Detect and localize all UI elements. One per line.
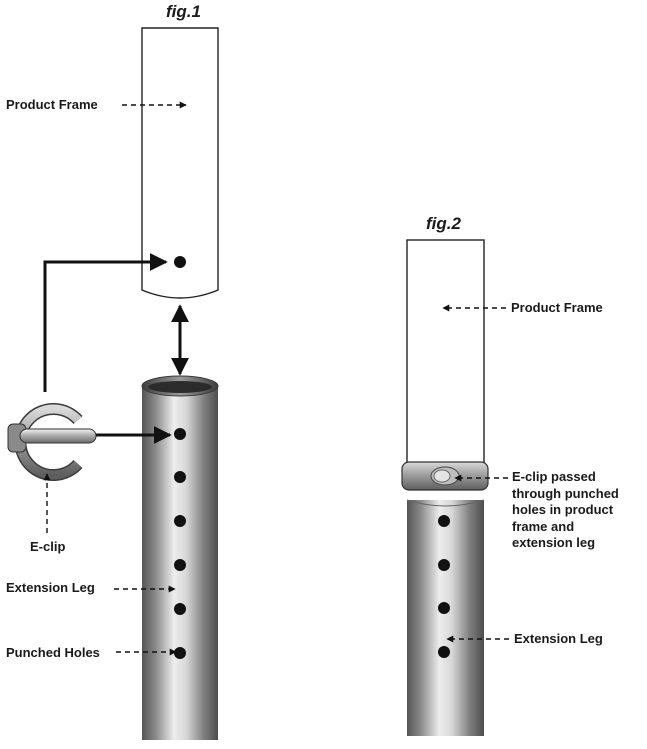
fig2-punched-holes [438,515,450,658]
fig2-e-clip-passed-label: E-clip passed through punched holes in p… [512,469,619,552]
fig1-clip-to-frame-arrow [43,253,168,392]
fig1-extension-leg-label: Extension Leg [6,580,95,595]
fig2-leg-hole [438,559,450,571]
fig2-leg-top-edge [406,499,485,507]
fig2-leg-hole [438,646,450,658]
fig1-leg-hole [174,647,186,659]
fig1-product-frame [141,27,219,299]
fig1-leg-hole [174,515,186,527]
fig1-leg-hole [174,471,186,483]
fig1-e-clip [7,403,97,481]
fig2-product-frame [406,239,485,481]
fig2-e-clip-passed-line: frame and [512,518,575,534]
fig1-leg-hole [174,603,186,615]
fig2-e-clip-passed-line: extension leg [512,535,596,550]
fig1-punched-holes [174,428,186,659]
fig1-punched-holes-label: Punched Holes [6,645,100,660]
fig1-leg-opening [148,381,212,393]
fig1-frame-hole [174,256,186,268]
fig2-title: fig.2 [426,214,461,233]
fig2-e-clip-passed-line: holes in product [512,502,614,517]
fig2-extension-leg [407,500,484,736]
fig2-leg-hole [438,515,450,527]
fig2-leg-hole [438,602,450,614]
fig2-extension-leg-label: Extension Leg [514,631,603,646]
fig2-product-frame-label: Product Frame [511,300,603,315]
fig1-title: fig.1 [166,2,201,21]
fig2-e-clip-passed-line: E-clip passed [512,469,596,484]
fig1-leg-hole [174,559,186,571]
fig2-e-clip [401,461,489,491]
fig1-e-clip-label: E-clip [30,539,66,554]
fig1-product-frame-label: Product Frame [6,97,98,112]
fig1-leg-hole [174,428,186,440]
fig2-e-clip-passed-line: through punched [512,485,619,501]
